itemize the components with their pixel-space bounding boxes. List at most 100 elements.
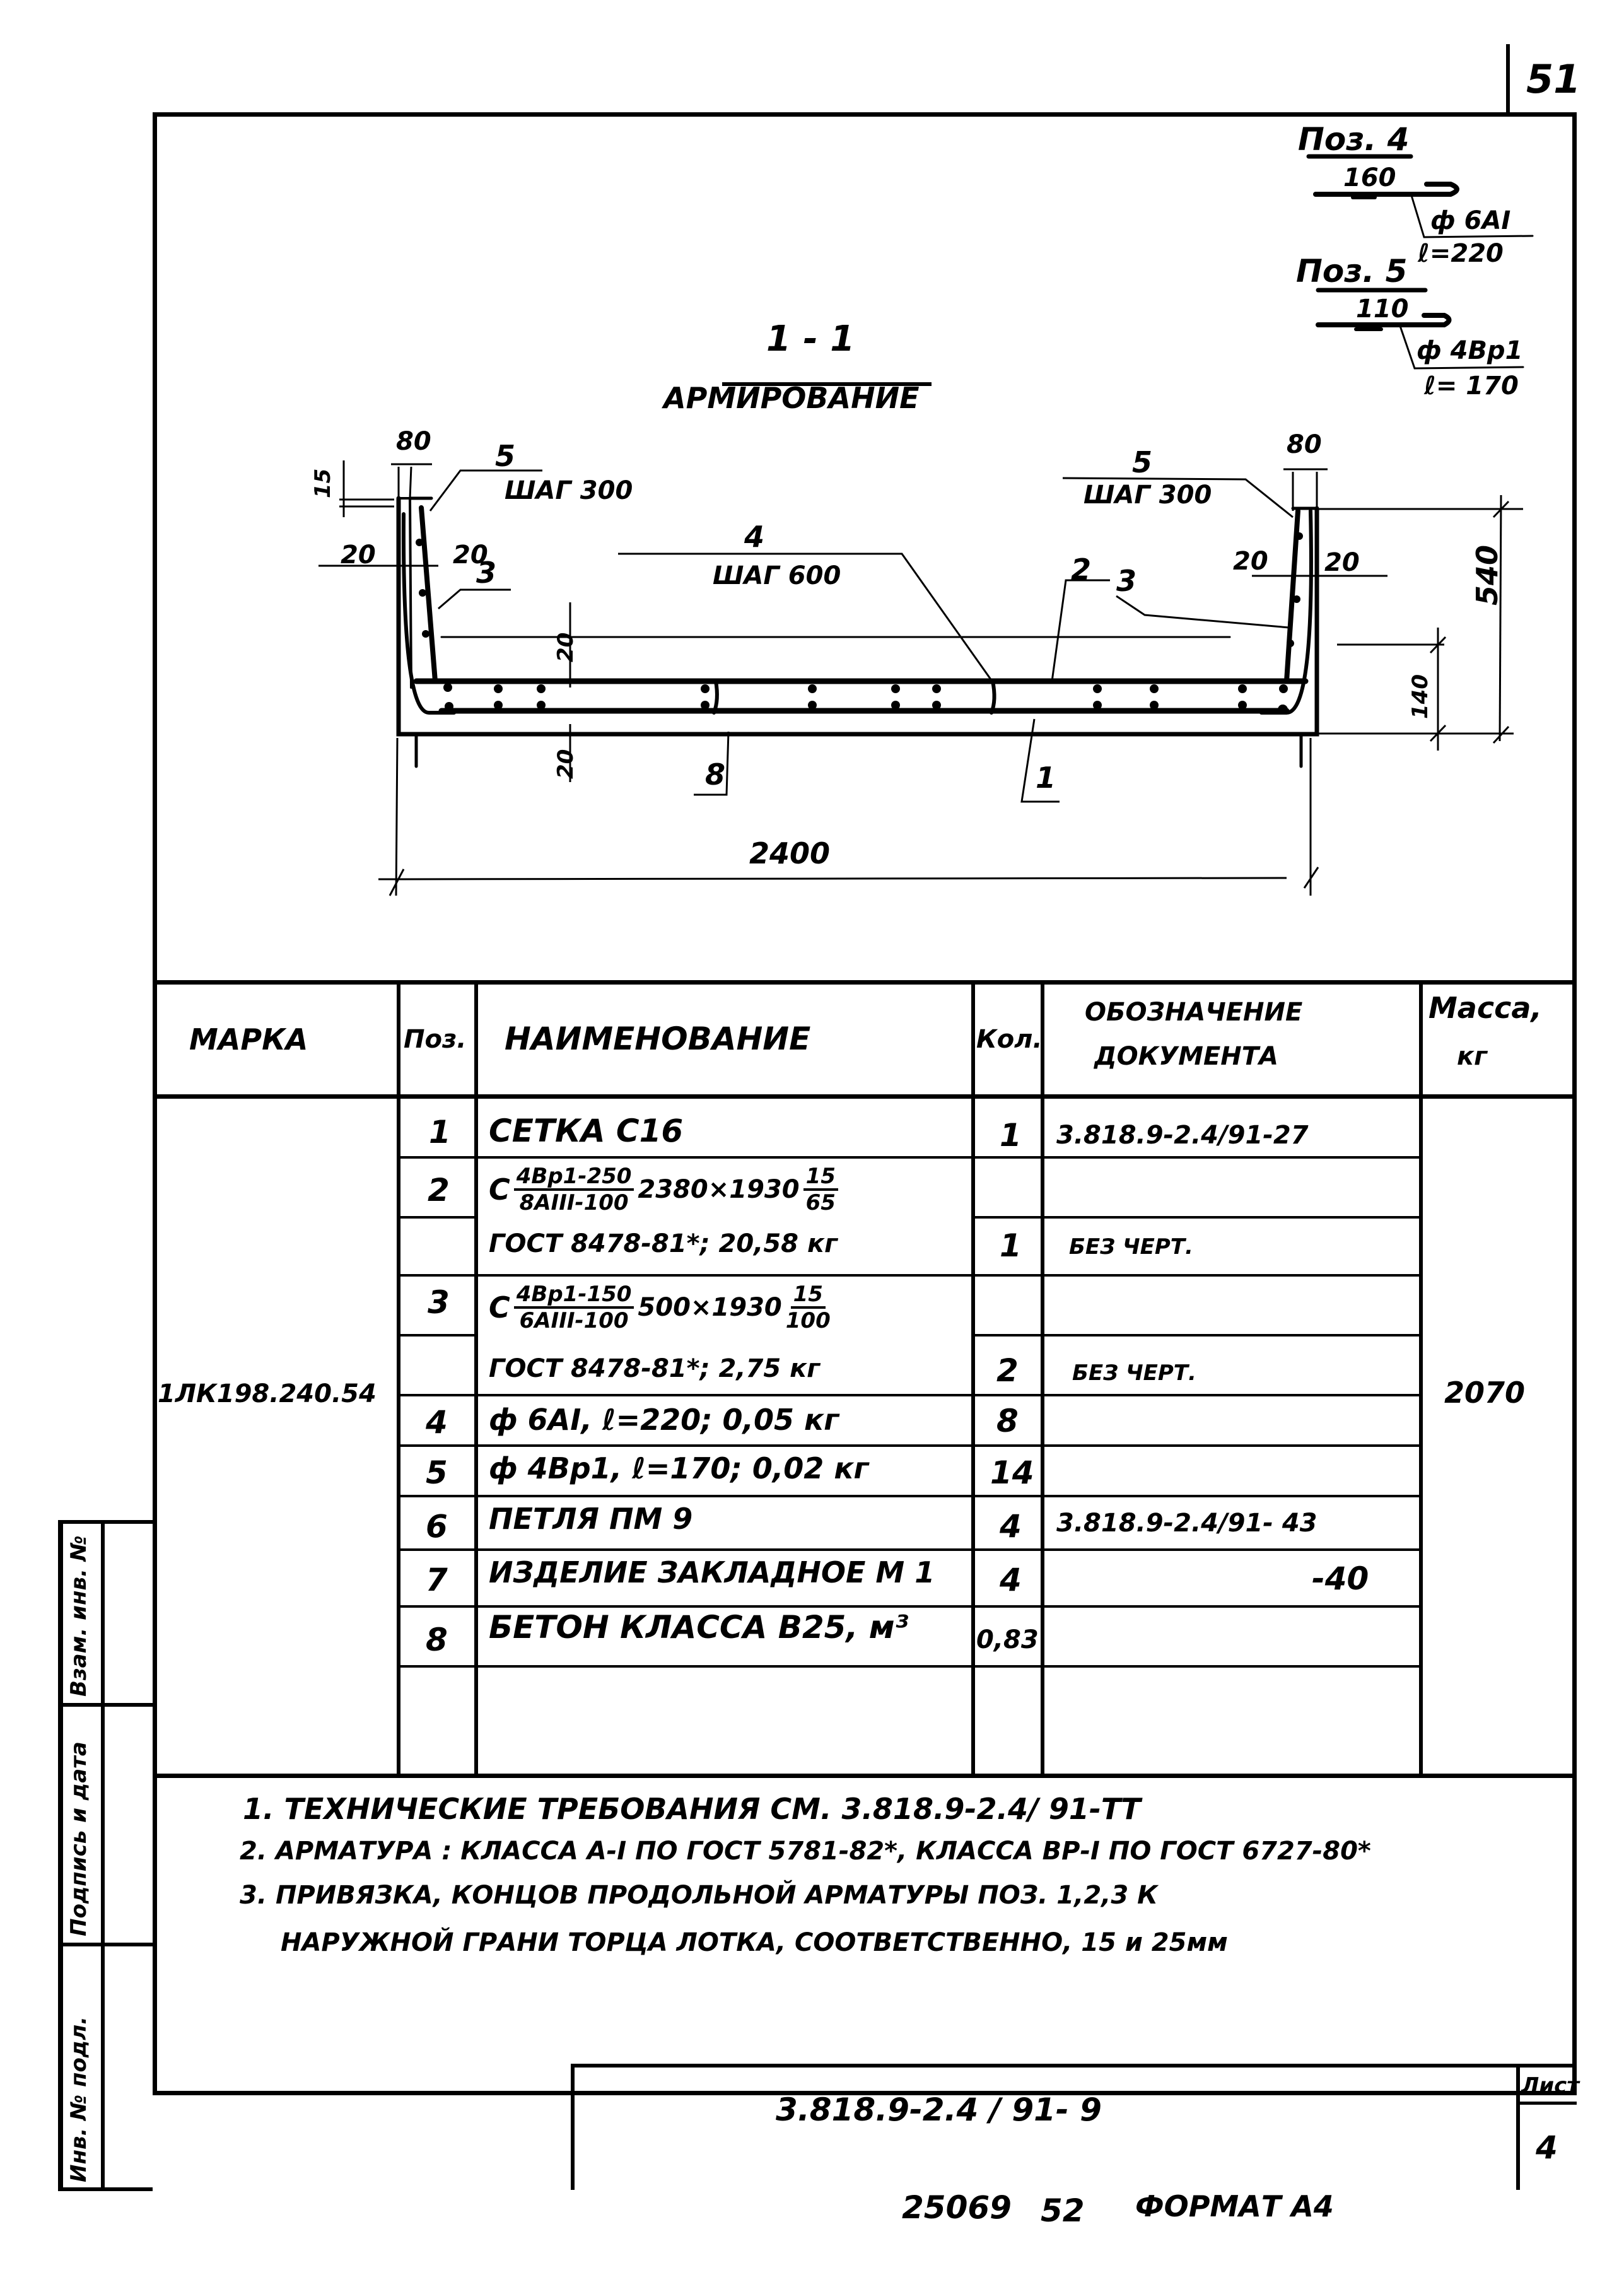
detail-pos4-title: Поз. 4 <box>1298 121 1410 158</box>
row-name: ИЗДЕЛИЕ ЗАКЛАДНОЕ М 1 <box>489 1555 935 1589</box>
side-stamp-rule <box>58 1943 153 1946</box>
row-qty: 14 <box>990 1454 1034 1491</box>
callout-pos1: 1 <box>1036 761 1056 795</box>
stamp-original-inv: Инв. № подл. <box>66 2016 91 2182</box>
mesh-fraction-num: 4Вр1-150 <box>513 1284 634 1309</box>
mesh-overhang-den: 65 <box>805 1190 836 1215</box>
page-number-top: 51 <box>1526 56 1581 102</box>
inventory-number: 25069 <box>902 2189 1012 2226</box>
doc-code: 3.818.9-2.4 / 91- 9 <box>776 2091 1102 2128</box>
header-mark: МАРКА <box>189 1022 308 1056</box>
row-rule <box>973 1334 1421 1337</box>
mesh-overhang-num: 15 <box>790 1284 826 1309</box>
header-mass-line2: кг <box>1457 1042 1488 1071</box>
title-block-top-rule <box>571 2064 1577 2068</box>
header-pos: Поз. <box>404 1025 467 1054</box>
row-pos: 8 <box>426 1622 448 1658</box>
col-rule-mark <box>397 980 400 1777</box>
row-rule <box>399 1216 476 1219</box>
side-stamp-inner-edge <box>101 1520 105 2189</box>
page-number-divider <box>1506 44 1510 112</box>
row-name: ф 4Вр1, ℓ=170; 0,02 кг <box>489 1451 869 1485</box>
mesh-fraction: 4Вр1-150 6АIII-100 <box>513 1284 634 1333</box>
row-pos: 2 <box>428 1172 450 1208</box>
mesh-dims: 500×1930 <box>638 1293 782 1322</box>
row-doc: 3.818.9-2.4/91-27 <box>1056 1121 1309 1150</box>
row-qty: 2 <box>996 1352 1019 1389</box>
dim-wall-width-left: 80 <box>396 427 431 456</box>
side-stamp-rule <box>58 1520 153 1524</box>
col-rule-doc <box>1419 980 1423 1777</box>
header-mass-line1: Масса, <box>1428 991 1542 1025</box>
callout-right-pos3: 3 <box>1116 564 1137 598</box>
detail-pos4-length: 160 <box>1343 163 1396 192</box>
col-rule-name <box>971 980 975 1777</box>
mesh-overhang-fraction: 15 65 <box>803 1166 838 1214</box>
row-pos: 3 <box>428 1284 450 1321</box>
dim-cover-left-inner: 20 <box>453 541 488 570</box>
section-title-underline <box>722 382 932 386</box>
dim-slab-height: 140 <box>1408 674 1433 719</box>
row-name: ГОСТ 8478-81*; 2,75 кг <box>489 1354 821 1383</box>
callout-pos4-note: ШАГ 600 <box>713 561 841 590</box>
callout-pos2: 2 <box>1071 553 1092 587</box>
sheet-cell-left-edge <box>1516 2064 1520 2190</box>
row-qty: 8 <box>996 1403 1019 1439</box>
row-doc: БЕЗ ЧЕРТ. <box>1072 1360 1196 1386</box>
header-name: НАИМЕНОВАНИЕ <box>505 1021 811 1057</box>
row-pos: 6 <box>426 1508 448 1545</box>
row-rule <box>399 1495 1420 1497</box>
callout-right-pos5: 5 <box>1132 445 1153 479</box>
row-doc: 3.818.9-2.4/91- 43 <box>1056 1509 1317 1538</box>
mesh-fraction-den: 6АIII-100 <box>519 1308 629 1333</box>
row-rule <box>399 1605 1420 1608</box>
detail-pos5-length: 110 <box>1356 295 1409 324</box>
row-qty: 1 <box>1000 1227 1022 1264</box>
row-pos: 1 <box>429 1114 451 1150</box>
note-1: 1. ТЕХНИЧЕСКИЕ ТРЕБОВАНИЯ СМ. 3.818.9-2.… <box>243 1792 1141 1826</box>
row-qty: 1 <box>1000 1117 1022 1154</box>
row-rule <box>399 1548 1420 1551</box>
mesh-dims: 2380×1930 <box>638 1175 800 1204</box>
mesh-fraction: 4Вр1-250 8АIII-100 <box>513 1166 634 1214</box>
callout-left-pos5-note: ШАГ 300 <box>505 476 633 505</box>
header-doc-line1: ОБОЗНАЧЕНИЕ <box>1085 998 1303 1027</box>
row-doc: -40 <box>1312 1560 1369 1597</box>
col-rule-pos <box>474 980 478 1777</box>
detail-pos5-bar-length: ℓ= 170 <box>1424 371 1519 401</box>
dim-slab-cover-top: 20 <box>553 632 578 662</box>
table-header-rule <box>153 1094 1577 1099</box>
mesh-overhang-den: 100 <box>785 1308 831 1333</box>
dim-cover-left-outer: 20 <box>341 541 376 570</box>
total-mass: 2070 <box>1444 1376 1526 1410</box>
section-title: 1 - 1 <box>766 319 855 360</box>
dim-wall-width-right: 80 <box>1287 430 1322 459</box>
detail-pos5-bar: ф 4Вр1 <box>1417 336 1523 365</box>
row-qty: 4 <box>1000 1508 1022 1545</box>
sheet-label: Лист <box>1521 2073 1579 2098</box>
dim-cover-right-inner: 20 <box>1233 547 1268 576</box>
dim-height-total: 540 <box>1470 544 1504 605</box>
note-3: 3. ПРИВЯЗКА, КОНЦОВ ПРОДОЛЬНОЙ АРМАТУРЫ … <box>240 1881 1158 1910</box>
row-pos: 5 <box>426 1454 448 1491</box>
side-stamp-outer-edge <box>58 1520 63 2189</box>
row-rule <box>399 1394 1420 1396</box>
col-rule-qty <box>1041 980 1044 1777</box>
mesh-overhang-num: 15 <box>803 1166 838 1191</box>
row-name-mesh: С 4Вр1-250 8АIII-100 2380×1930 15 65 <box>489 1166 838 1214</box>
table-top-rule <box>153 980 1577 985</box>
note-2: 2. АРМАТУРА : КЛАССА А-I ПО ГОСТ 5781-82… <box>240 1837 1371 1866</box>
format-label: ФОРМАТ А4 <box>1135 2189 1334 2223</box>
row-rule <box>399 1665 1420 1668</box>
note-3-cont: НАРУЖНОЙ ГРАНИ ТОРЦА ЛОТКА, СООТВЕТСТВЕН… <box>281 1928 1228 1957</box>
row-name: ПЕТЛЯ ПМ 9 <box>489 1502 693 1536</box>
mesh-prefix: С <box>489 1290 510 1325</box>
callout-pos4: 4 <box>744 520 765 554</box>
title-block-left-edge <box>571 2064 575 2190</box>
row-rule <box>399 1334 476 1337</box>
side-stamp-rule <box>58 1703 153 1707</box>
callout-left-pos3: 3 <box>476 556 497 590</box>
detail-pos4-bar-length: ℓ=220 <box>1418 239 1504 268</box>
sheet-label-rule <box>1516 2102 1577 2105</box>
row-rule <box>399 1274 1420 1277</box>
